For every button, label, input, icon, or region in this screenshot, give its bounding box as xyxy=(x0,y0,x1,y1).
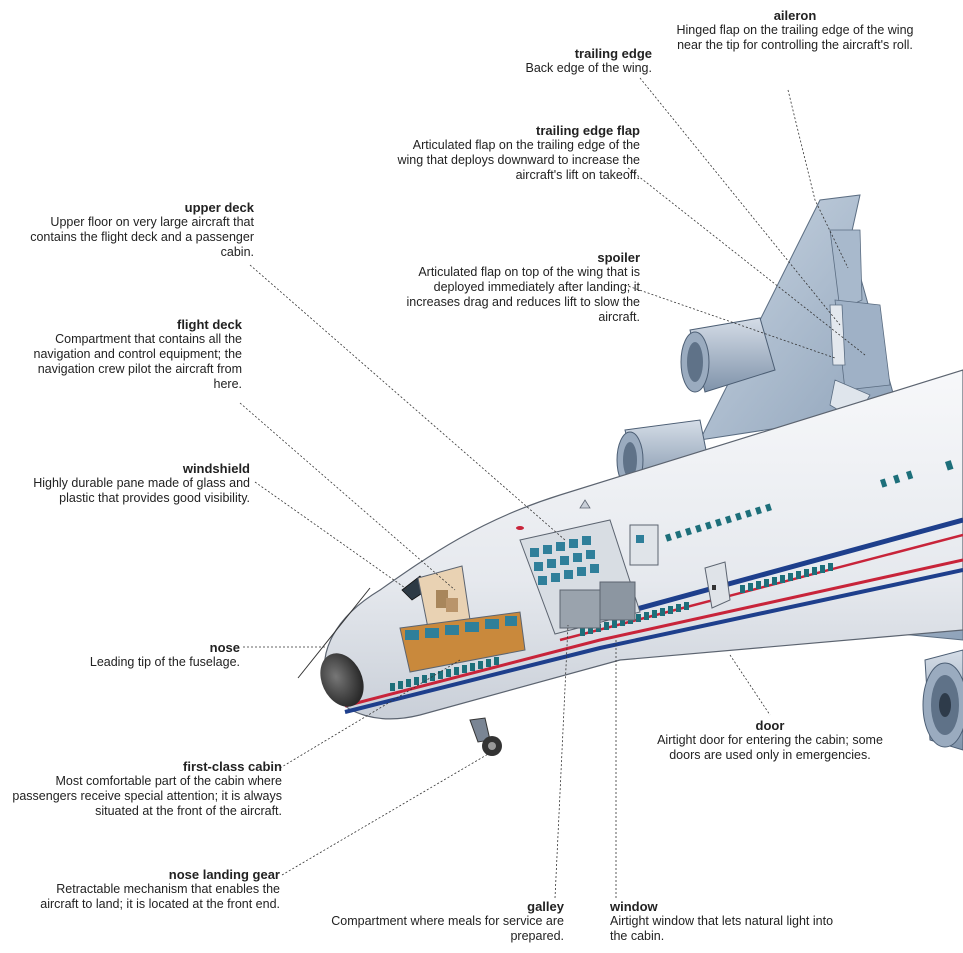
upper-deck-desc: Upper floor on very large aircraft that … xyxy=(30,215,254,259)
windshield-title: windshield xyxy=(4,461,250,476)
trailing-edge-title: trailing edge xyxy=(480,46,652,61)
label-window: window Airtight window that lets natural… xyxy=(610,899,850,944)
first-class-cabin-title: first-class cabin xyxy=(10,759,282,774)
nose-title: nose xyxy=(40,640,240,655)
spoiler-desc: Articulated flap on top of the wing that… xyxy=(407,265,640,324)
door-title: door xyxy=(655,718,885,733)
upper-deck-title: upper deck xyxy=(14,200,254,215)
label-upper-deck: upper deck Upper floor on very large air… xyxy=(14,200,254,260)
trailing-edge-flap-title: trailing edge flap xyxy=(392,123,640,138)
label-nose: nose Leading tip of the fuselage. xyxy=(40,640,240,670)
label-galley: galley Compartment where meals for servi… xyxy=(330,899,564,944)
trailing-edge-desc: Back edge of the wing. xyxy=(526,61,652,75)
label-first-class-cabin: first-class cabin Most comfortable part … xyxy=(10,759,282,819)
label-windshield: windshield Highly durable pane made of g… xyxy=(4,461,250,506)
flight-deck-title: flight deck xyxy=(10,317,242,332)
spoiler-title: spoiler xyxy=(390,250,640,265)
label-nose-landing-gear: nose landing gear Retractable mechanism … xyxy=(18,867,280,912)
nose-desc: Leading tip of the fuselage. xyxy=(90,655,240,669)
window-title: window xyxy=(610,899,850,914)
window-desc: Airtight window that lets natural light … xyxy=(610,914,833,943)
aileron-title: aileron xyxy=(675,8,915,23)
label-spoiler: spoiler Articulated flap on top of the w… xyxy=(390,250,640,325)
windshield-desc: Highly durable pane made of glass and pl… xyxy=(33,476,250,505)
first-class-cabin-desc: Most comfortable part of the cabin where… xyxy=(12,774,282,818)
flight-deck-desc: Compartment that contains all the naviga… xyxy=(34,332,242,391)
label-door: door Airtight door for entering the cabi… xyxy=(655,718,885,763)
door-desc: Airtight door for entering the cabin; so… xyxy=(657,733,883,762)
nose-landing-gear-desc: Retractable mechanism that enables the a… xyxy=(40,882,280,911)
galley-title: galley xyxy=(330,899,564,914)
nose-landing-gear-title: nose landing gear xyxy=(18,867,280,882)
label-flight-deck: flight deck Compartment that contains al… xyxy=(10,317,242,392)
trailing-edge-flap-desc: Articulated flap on the trailing edge of… xyxy=(397,138,640,182)
nose-landing-gear xyxy=(470,718,502,756)
label-aileron: aileron Hinged flap on the trailing edge… xyxy=(675,8,915,53)
galley-desc: Compartment where meals for service are … xyxy=(331,914,564,943)
label-trailing-edge-flap: trailing edge flap Articulated flap on t… xyxy=(392,123,640,183)
front-engine xyxy=(923,650,963,750)
label-trailing-edge: trailing edge Back edge of the wing. xyxy=(480,46,652,76)
aileron-desc: Hinged flap on the trailing edge of the … xyxy=(677,23,914,52)
